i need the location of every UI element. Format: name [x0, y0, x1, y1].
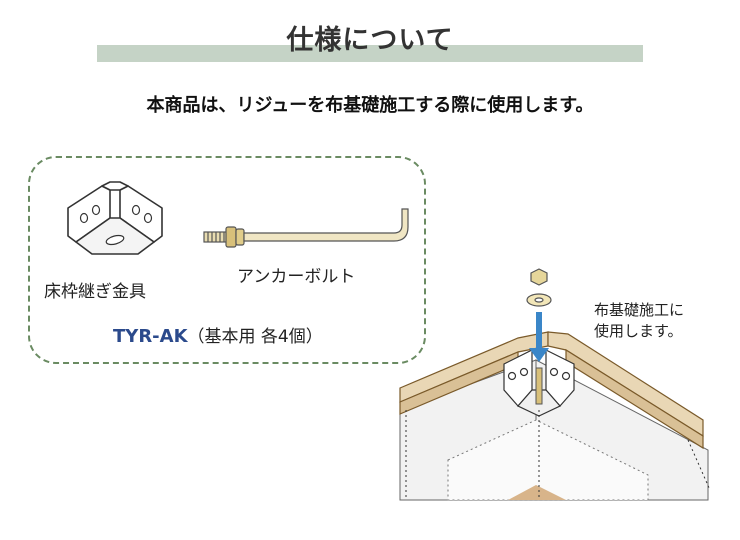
title-underline-bar	[97, 45, 643, 62]
model-code: TYR-AK	[113, 326, 188, 347]
intro-text: 本商品は、リジューを布基礎施工する際に使用します。	[146, 95, 594, 116]
kit-contents-box	[28, 156, 426, 364]
model-line: TYR-AK（基本用 各4個）	[113, 322, 323, 347]
anchor-bolt-illustration	[203, 208, 409, 248]
model-note: （基本用 各4個）	[187, 327, 323, 347]
bracket-label: 床枠継ぎ金具	[44, 282, 146, 302]
anchor-bolt-label: アンカーボルト	[237, 267, 356, 287]
installation-note-line2: 使用します。	[594, 322, 683, 340]
page-title: 仕様について	[286, 25, 454, 56]
floor-frame-bracket-illustration	[67, 181, 163, 255]
installation-note: 布基礎施工に 使用します。	[594, 300, 684, 342]
installation-note-line1: 布基礎施工に	[594, 301, 685, 319]
foundation-installation-illustration	[399, 268, 711, 501]
